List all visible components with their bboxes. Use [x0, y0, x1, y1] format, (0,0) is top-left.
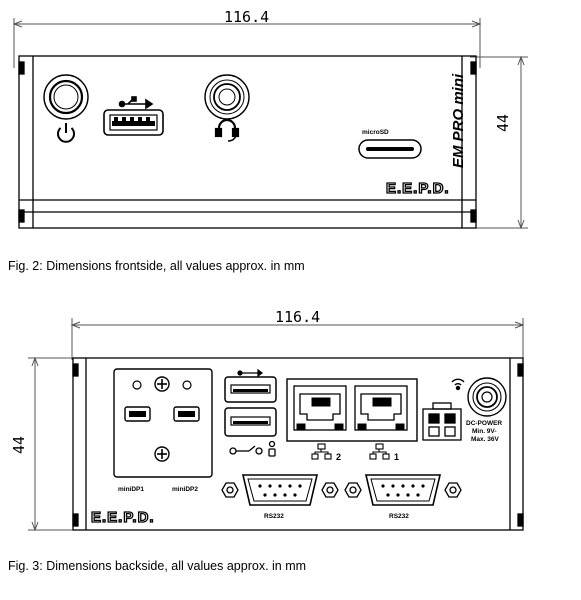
product-label: EM PRO mini [450, 73, 467, 168]
brand-logo: E.E.P.D. [386, 180, 450, 197]
network-icon [311, 443, 332, 460]
width-dimension-line [70, 318, 525, 360]
usb-port [103, 109, 164, 136]
width-dimension-text: 116.4 [275, 308, 320, 326]
front-housing [18, 55, 477, 229]
lan-1-label: 1 [394, 452, 399, 462]
network-icon [369, 443, 390, 460]
minidp1-port [124, 406, 151, 422]
hex-nut [344, 482, 362, 498]
lan-port-1 [354, 385, 408, 431]
microsd-label: microSD [362, 129, 389, 136]
rs232-right-label: RS232 [389, 513, 409, 520]
figure-front: 116.4 44 [0, 0, 581, 280]
microsd-slot [358, 139, 422, 159]
screw-icon [154, 446, 170, 462]
power-button [43, 74, 89, 120]
width-dimension-line [12, 18, 482, 68]
power-connector [422, 402, 462, 441]
height-dimension-line [28, 356, 80, 532]
lan-2-label: 2 [336, 452, 341, 462]
brand-logo: E.E.P.D. [91, 509, 155, 526]
power-icon [57, 123, 75, 143]
dc-power-label: DC-POWER [466, 420, 502, 427]
minidp-panel [113, 368, 213, 478]
height-dimension-line [470, 55, 528, 230]
back-housing [72, 357, 524, 531]
hex-nut [221, 482, 239, 498]
usb-icon [237, 368, 263, 378]
figure-caption: Fig. 2: Dimensions frontside, all values… [8, 259, 305, 273]
width-dimension-text: 116.4 [224, 8, 269, 26]
screw-icon [154, 376, 170, 392]
audio-jack [204, 74, 250, 120]
minidp2-port [173, 406, 200, 422]
reset-switch-icon [229, 440, 276, 457]
usb-icon [118, 96, 154, 110]
dc-power-jack [467, 377, 507, 417]
usb-port-upper [224, 376, 277, 403]
wifi-icon [451, 378, 465, 391]
minidp1-label: miniDP1 [118, 486, 144, 493]
hex-nut [444, 482, 462, 498]
minidp2-label: miniDP2 [172, 486, 198, 493]
rs232-port-right [364, 474, 442, 506]
back-drawing: 116.4 44 [10, 308, 525, 532]
figure-back: 116.4 44 [0, 300, 581, 600]
rs232-port-left [241, 474, 319, 506]
height-dimension-text: 44 [494, 114, 512, 132]
hex-nut [321, 482, 339, 498]
dc-min-label: Min. 9V- [472, 428, 497, 435]
headset-icon [214, 118, 240, 142]
front-drawing: 116.4 44 [12, 8, 528, 230]
figure-caption: Fig. 3: Dimensions backside, all values … [8, 559, 307, 573]
height-dimension-text: 44 [10, 436, 28, 454]
usb-port-lower [224, 407, 277, 437]
lan-port-2 [293, 385, 347, 431]
rs232-left-label: RS232 [264, 513, 284, 520]
dc-max-label: Max. 36V [471, 436, 499, 443]
lan-block [286, 378, 418, 442]
